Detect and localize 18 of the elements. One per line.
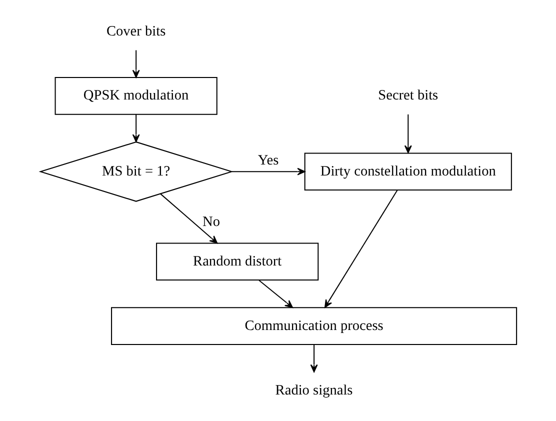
node-box: Random distort	[156, 242, 318, 280]
arrow	[258, 279, 292, 308]
arrow	[160, 193, 218, 244]
arrow	[232, 167, 305, 175]
node-text: Secret bits	[378, 87, 438, 104]
arrow	[404, 114, 412, 153]
arrow	[324, 189, 398, 308]
arrow	[132, 50, 140, 78]
edge-label: No	[202, 214, 220, 230]
node-text: Cover bits	[106, 22, 166, 39]
arrow	[310, 344, 318, 372]
node-box: Communication process	[110, 306, 517, 344]
node-box: Dirty constellation modulation	[304, 152, 512, 190]
node-box: QPSK modulation	[54, 76, 217, 114]
arrow	[132, 114, 140, 142]
node-text: Radio signals	[274, 382, 352, 398]
edge-label: Yes	[257, 152, 278, 168]
node-diamond: MS bit = 1?	[38, 140, 233, 202]
